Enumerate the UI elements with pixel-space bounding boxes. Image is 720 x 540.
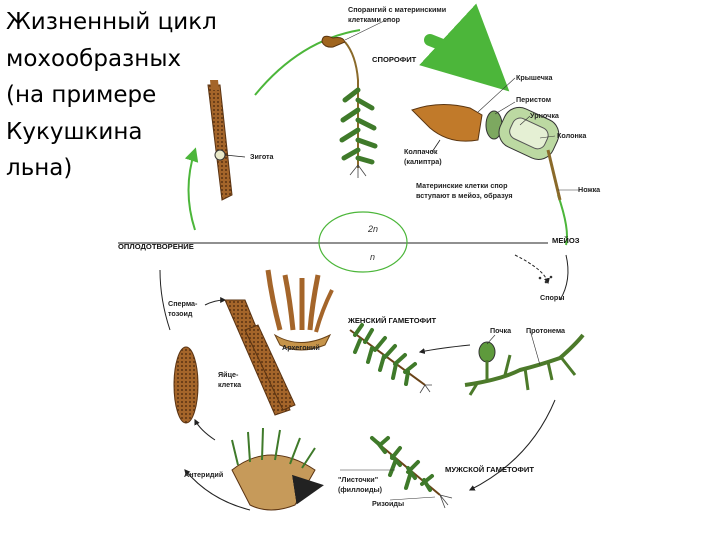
- female-gametophyte-icon: [349, 323, 432, 394]
- title-line-3: (на примере: [6, 82, 157, 108]
- male-gametophyte-icon: [370, 436, 453, 509]
- title-line-4: Кукушкина: [6, 118, 143, 145]
- sperm-label-line-2: тозоид: [168, 309, 193, 318]
- spores-label: Споры: [540, 293, 564, 302]
- meiosis-label: МЕЙОЗ: [552, 236, 580, 245]
- peristom-label: Перистом: [516, 95, 551, 104]
- protonema-label: Протонема: [526, 326, 566, 335]
- mother-cells-label-line-2: вступают в мейоз, образуя: [416, 191, 513, 200]
- sporangium-label-line-2: клетками спор: [348, 15, 401, 24]
- sporophyte-label: СПОРОФИТ: [372, 55, 417, 64]
- egg-label-line-2: клетка: [218, 380, 242, 389]
- diploid-label: 2n: [367, 224, 378, 234]
- haploid-label: n: [370, 252, 375, 262]
- antheridium-head-icon: [231, 427, 324, 511]
- archegonia-cluster-icon: [265, 269, 334, 351]
- label-leader-lines: [340, 17, 580, 501]
- egg-cell-icon: [173, 346, 199, 424]
- capsule-section-icon: [485, 106, 562, 201]
- nozhka-label: Ножка: [578, 185, 601, 194]
- rhizoids-label: Ризоиды: [372, 499, 404, 508]
- antheridium-arc: [184, 469, 251, 511]
- diagram-title: Жизненный цикл мохообразных (на примере …: [6, 4, 256, 187]
- right-cycle-arc: [557, 194, 568, 246]
- archegonium-label: Архегоний: [282, 343, 320, 352]
- fertilization-label: ОПЛОДОТВОРЕНИЕ: [118, 242, 194, 251]
- egg-label-line-1: Яйце-: [218, 370, 239, 379]
- sperm-to-egg-arc: [159, 269, 171, 331]
- kolpachok-label-line-1: Колпачок: [404, 147, 438, 156]
- female-gametophyte-label: ЖЕНСКИЙ ГАМЕТОФИТ: [347, 316, 437, 325]
- zygote-label: Зигота: [250, 152, 275, 161]
- kolpachok-label-line-2: (калиптра): [404, 157, 442, 166]
- sporophyte-plant-icon: [321, 35, 378, 178]
- sporangium-label-line-1: Спорангий с материнскими: [348, 5, 446, 14]
- kolonka-label: Колонка: [557, 131, 587, 140]
- haploid-cycle-arrows: [159, 254, 569, 511]
- leaflets-label-line-2: (филлоиды): [338, 485, 383, 494]
- title-line-2: мохообразных: [6, 45, 182, 72]
- zygote-archegonium-icon: [207, 80, 246, 201]
- antheridium-up-arc: [194, 418, 216, 441]
- male-gametophyte-label: МУЖСКОЙ ГАМЕТОФИТ: [445, 465, 534, 474]
- bud-label: Почка: [490, 326, 512, 335]
- left-cycle-arc: [184, 147, 199, 231]
- sperm-to-archegonium-arrow: [204, 297, 227, 306]
- cycle-arrows: [184, 3, 568, 246]
- urnochka-label: Урночка: [530, 111, 560, 120]
- spores-to-protonema-arc: [559, 254, 569, 301]
- title-line-5: льна): [6, 155, 73, 181]
- protonema-icon: [464, 333, 585, 396]
- mother-cells-label-line-1: Материнские клетки спор: [416, 181, 508, 190]
- to-spores-arrow: [514, 254, 550, 285]
- antheridium-label: Антеридий: [184, 470, 223, 479]
- leaflets-label-line-1: "Листочки": [338, 475, 378, 484]
- sperm-label-line-1: Сперма-: [168, 299, 198, 308]
- sporophyte-arrow: [419, 3, 510, 92]
- archegonium-large-icon: [224, 299, 296, 416]
- kryshechka-label: Крышечка: [516, 73, 553, 82]
- ploidy-ellipse: [318, 211, 408, 273]
- title-line-1: Жизненный цикл: [6, 9, 217, 35]
- right-lower-arc: [468, 399, 556, 491]
- spore-dots-icon: [538, 275, 553, 284]
- protonema-to-female-arrow: [418, 344, 471, 355]
- top-cycle-arc: [254, 29, 361, 96]
- calyptra-icon: [411, 104, 483, 153]
